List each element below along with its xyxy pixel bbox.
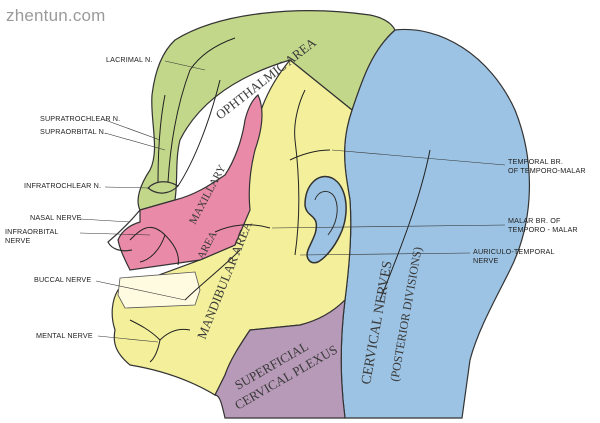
label-malar-line2: TEMPORO - MALAR bbox=[508, 224, 578, 234]
label-infraorbital-line2: NERVE bbox=[5, 235, 31, 245]
label-auriculotemporal: AURICULO-TEMPORAL NERVE bbox=[473, 247, 555, 265]
label-temporal-line1: TEMPORAL BR. bbox=[508, 157, 564, 166]
label-supraorbital: SUPRAORBITAL N. bbox=[40, 127, 107, 136]
label-infraorbital: INFRAORBITAL NERVE bbox=[5, 227, 59, 245]
maxillary-area bbox=[117, 94, 263, 271]
nerve-buccal bbox=[184, 249, 241, 301]
label-mental: MENTAL NERVE bbox=[36, 331, 93, 340]
label-infraorbital-line1: INFRAORBITAL bbox=[5, 227, 59, 236]
superficial-cervical-area bbox=[214, 298, 346, 419]
label-lacrimal: LACRIMAL N. bbox=[106, 55, 153, 64]
ear-inner bbox=[314, 191, 338, 236]
nerve-branches bbox=[129, 37, 431, 363]
label-supratrochlear: SUPRATROCHLEAR N. bbox=[40, 114, 121, 123]
leader-lines bbox=[79, 60, 506, 343]
label-auriculotemporal-line2: NERVE bbox=[473, 255, 499, 265]
nerve-cervical bbox=[379, 149, 431, 301]
label-buccal: BUCCAL NERVE bbox=[34, 275, 92, 284]
label-auriculotemporal-line1: AURICULO-TEMPORAL bbox=[473, 247, 555, 256]
nerve-auriculotemporal bbox=[294, 89, 306, 256]
label-temporal-line2: OF TEMPORO-MALAR bbox=[508, 165, 586, 175]
nerve-mental bbox=[129, 319, 191, 363]
teeth bbox=[117, 271, 201, 309]
label-temporal: TEMPORAL BR. OF TEMPORO-MALAR bbox=[508, 157, 586, 175]
nose-outline bbox=[107, 209, 141, 252]
nerve-lacrimal bbox=[177, 79, 221, 187]
label-malar: MALAR BR. OF TEMPORO - MALAR bbox=[508, 216, 578, 234]
nerve-infraorbital bbox=[129, 226, 179, 266]
nerve-temporal bbox=[289, 149, 331, 161]
nerve-supraorbital bbox=[167, 37, 236, 183]
nerve-malar bbox=[214, 224, 271, 233]
nerve-supratrochlear bbox=[157, 94, 166, 183]
label-infratrochlear: INFRATROCHLEAR N. bbox=[24, 181, 102, 190]
label-malar-line1: MALAR BR. OF bbox=[508, 216, 561, 225]
label-nasal: NASAL NERVE bbox=[30, 213, 82, 222]
watermark-text: zhentun.com bbox=[6, 6, 106, 25]
